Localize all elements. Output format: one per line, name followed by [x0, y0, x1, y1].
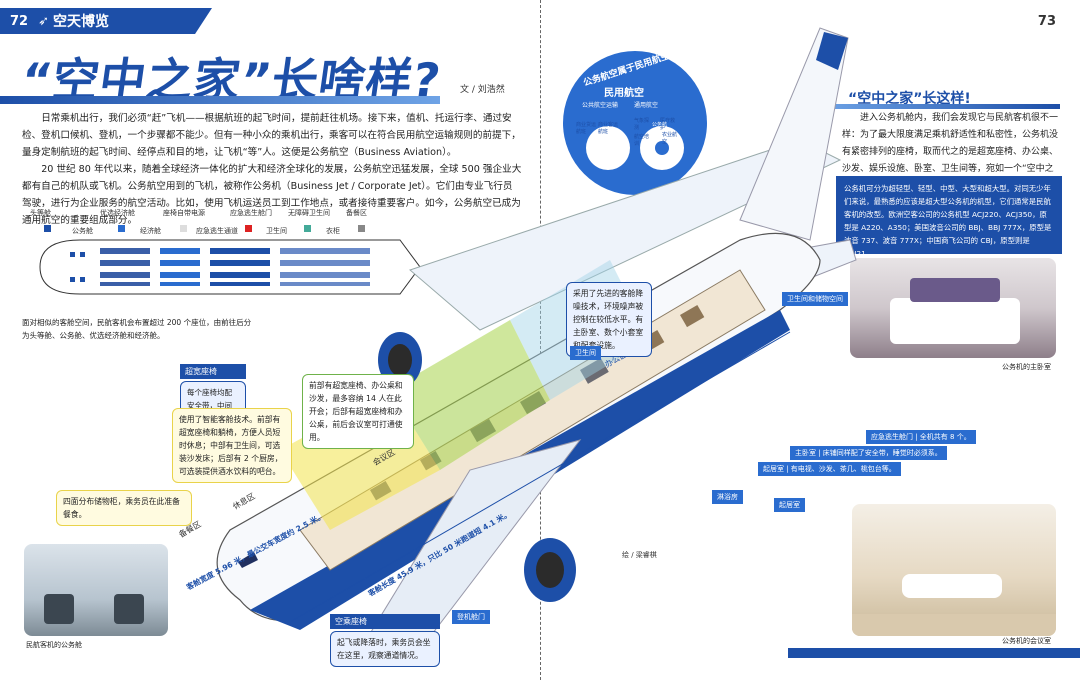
bedroom-photo — [850, 258, 1056, 358]
airliner-business-photo — [24, 544, 168, 636]
page-number-right: 73 — [1037, 14, 1056, 29]
intro-paragraph: 日常乘机出行，我们必须“赶”飞机——根据航班的起飞时间，提前赶往机场。接下来，值… — [22, 113, 521, 158]
legend-toilet: 卫生间 — [266, 227, 287, 235]
business-jet-cutaway — [216, 27, 857, 650]
intro-paragraph: 20 世纪 80 年代以来，随着全球经济一体化的扩大和经济全球化的发展，公务航空… — [22, 164, 522, 226]
noise-callout: 采用了先进的客舱降噪技术，环境噪声被控制在较低水平。有主卧室、数个小套室和配套设… — [566, 282, 652, 357]
legend-galley: 备餐区 — [346, 209, 367, 217]
civil-aviation-circle — [563, 51, 707, 195]
circle-right-item: 医疗救护 — [660, 118, 676, 131]
legend-emergency-aisle: 应急逃生通道 — [196, 227, 238, 235]
living-room-tag: 起居室 | 有电视、沙发、茶几、桃包台等。 — [758, 462, 901, 476]
title-underline — [0, 96, 440, 104]
circle-left-item: 商业货运航班 — [576, 122, 597, 135]
wide-seat-tag: 超宽座椅 — [180, 364, 246, 379]
right-title-underline — [820, 104, 1060, 109]
toilet-storage-tag: 卫生间和储物空间 — [782, 292, 848, 306]
galley-callout: 四面分布储物柜，乘务员在此准备餐食。 — [56, 490, 192, 526]
front-area-callout: 前部有超宽座椅、办公桌和沙发，最多容纳 14 人在此开会；后部有超宽座椅和办公桌… — [302, 374, 414, 449]
legend-swatch-premium — [118, 218, 127, 237]
lounge-tag: 起居室 — [774, 498, 805, 512]
crew-seat-text: 起飞或降落时，乘务员会坐在这里，观察通道情况。 — [330, 631, 440, 667]
byline: 文 / 刘浩然 — [460, 85, 505, 95]
intro-text: 日常乘机出行，我们必须“赶”飞机——根据航班的起飞时间，提前赶往机场。接下来，值… — [22, 110, 522, 229]
legend-swatch-row — [44, 218, 53, 237]
bottom-accent-bar — [788, 648, 1080, 658]
legend-premium-economy: 优选经济舱 — [100, 209, 135, 217]
legend-business-class: 公务舱 — [72, 227, 93, 235]
circle-center-label: 民用航空 — [604, 88, 644, 99]
page-fold-divider — [540, 0, 541, 680]
meeting-room-caption: 公务机的会议室 — [1002, 637, 1051, 645]
circle-left-label: 公共航空运输 — [582, 102, 619, 109]
bedroom-caption: 公务机的主卧室 — [1002, 363, 1051, 371]
legend-economy: 经济舱 — [140, 227, 161, 235]
legend-accessible-toilet: 无障碍卫生间 — [288, 209, 330, 217]
circle-left-item: 商业客运航班 — [598, 122, 619, 135]
legend-first-class: 头等舱 — [30, 209, 51, 217]
legend-swatch-power — [180, 218, 189, 237]
toilet-tag: 卫生间 — [570, 346, 601, 360]
boarding-door-tag: 登机舱门 — [452, 610, 490, 624]
right-section-title: “空中之家”长这样! — [848, 91, 971, 107]
seatmap-caption: 面对相似的客舱空间，民航客机会布置超过 200 个座位，由前往后分为头等舱、公务… — [22, 318, 252, 340]
circle-right-item: 气象探测 — [634, 118, 650, 131]
legend-swatch-access — [304, 218, 313, 237]
meeting-room-photo — [852, 504, 1056, 636]
section-header: 72 ➶ 空天博览 — [0, 8, 212, 34]
business-jet-types-box: 公务机可分为超轻型、轻型、中型、大型和超大型。对同无少年们来说，最熟悉的应该是超… — [836, 176, 1062, 258]
legend-seat-power: 座椅自带电源 — [163, 209, 205, 217]
master-bedroom-tag: 主卧室 | 床铺同样配了安全带，睡觉时必须系。 — [790, 446, 947, 460]
circle-right-label: 通用航空 — [634, 102, 659, 109]
airliner-seat-map — [39, 239, 420, 295]
circle-highlight-item: 公务航空 — [652, 122, 668, 135]
airliner-business-caption: 民航客机的公务舱 — [26, 641, 82, 649]
legend-swatch-galley — [358, 218, 367, 237]
legend-emergency-door: 应急逃生舱门 — [230, 209, 272, 217]
circle-right-item: 农业航空 — [662, 132, 678, 145]
legend-swatch-door — [245, 218, 254, 237]
rocket-icon: ➶ — [38, 13, 49, 29]
circle-right-item: 航空培训 — [634, 134, 650, 147]
smart-tech-callout: 使用了智能客舱技术。前部有超宽座椅和躺椅，方便人员短时休息；中部有卫生间，可选装… — [172, 408, 292, 483]
crew-seat-callout: 空乘座椅 起飞或降落时，乘务员会坐在这里，观察通道情况。 — [330, 614, 440, 667]
legend-wardrobe: 衣柜 — [326, 227, 340, 235]
page-number-left: 72 — [10, 13, 29, 29]
emergency-doors-tag: 应急逃生舱门 | 全机共有 8 个。 — [866, 430, 976, 444]
crew-seat-tag: 空乘座椅 — [330, 614, 440, 629]
shower-tag: 淋浴房 — [712, 490, 743, 504]
section-name: 空天博览 — [53, 14, 109, 30]
illustrator-credit: 绘 / 梁睿棋 — [622, 551, 657, 559]
